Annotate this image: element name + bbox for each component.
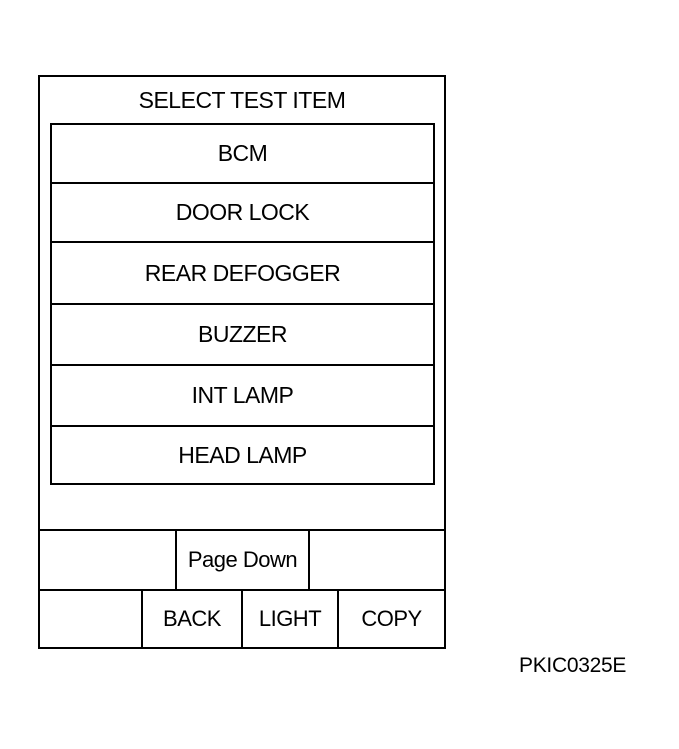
light-button[interactable]: LIGHT: [241, 591, 337, 647]
consult-screen: SELECT TEST ITEM BCM DOOR LOCK REAR DEFO…: [38, 75, 446, 649]
figure-code: PKIC0325E: [519, 654, 627, 677]
back-button[interactable]: BACK: [141, 591, 241, 647]
test-item-int-lamp[interactable]: INT LAMP: [52, 364, 433, 425]
page-down-button[interactable]: Page Down: [175, 531, 310, 589]
screen-title: SELECT TEST ITEM: [138, 87, 346, 113]
test-item-door-lock[interactable]: DOOR LOCK: [52, 182, 433, 241]
test-item-list: BCM DOOR LOCK REAR DEFOGGER BUZZER INT L…: [50, 123, 435, 485]
blank-button-right[interactable]: [310, 531, 444, 589]
nav-button-row: Page Down: [40, 529, 444, 589]
copy-button[interactable]: COPY: [337, 591, 444, 647]
test-item-head-lamp[interactable]: HEAD LAMP: [52, 425, 433, 483]
blank-button-bottom-left[interactable]: [40, 591, 141, 647]
bottom-button-row: BACK LIGHT COPY: [40, 589, 444, 647]
test-item-bcm[interactable]: BCM: [217, 140, 268, 166]
test-item-rear-defogger[interactable]: REAR DEFOGGER: [52, 241, 433, 303]
test-item-buzzer[interactable]: BUZZER: [52, 303, 433, 364]
blank-button-left[interactable]: [40, 531, 175, 589]
